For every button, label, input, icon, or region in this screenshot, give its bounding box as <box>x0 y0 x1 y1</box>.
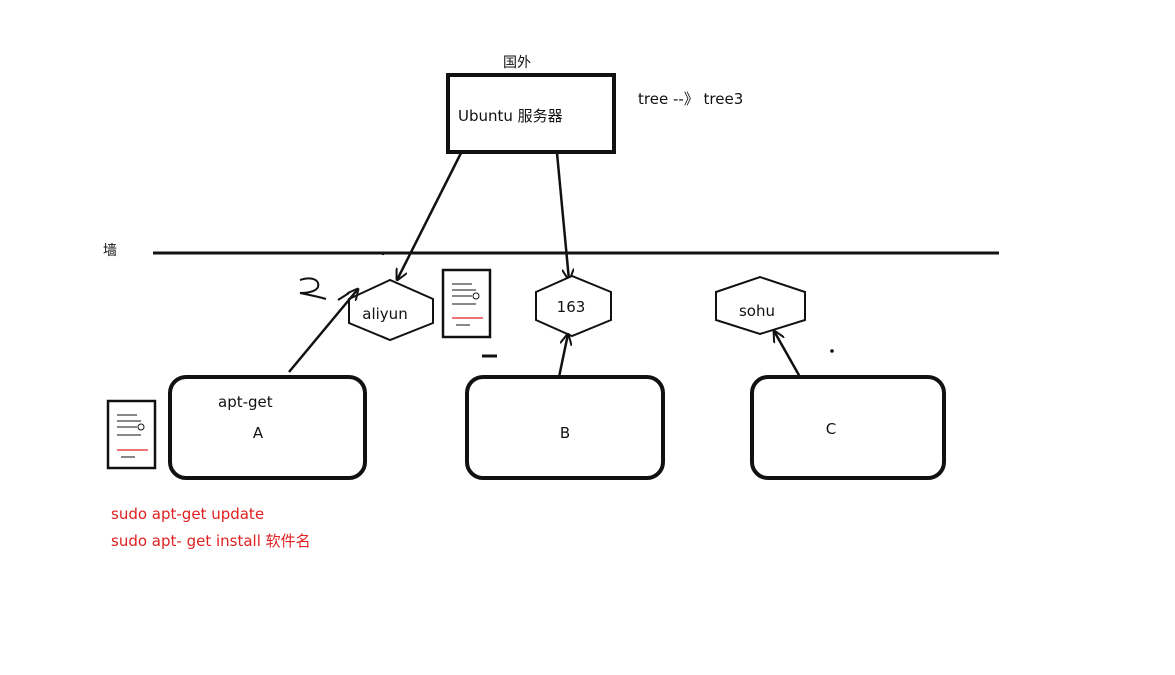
overseas-label: 国外 <box>503 55 531 71</box>
mirror-aliyun: aliyun <box>348 278 434 342</box>
client-label: B <box>560 424 570 442</box>
command-update: sudo apt-get update <box>111 505 264 523</box>
tick-mark <box>337 292 350 301</box>
server-label: Ubuntu 服务器 <box>458 107 563 125</box>
arrow-B-to-163 <box>557 334 568 378</box>
document-icon <box>441 268 492 339</box>
arrow-A-to-aliyun <box>288 289 358 373</box>
client-label: C <box>826 420 836 438</box>
document-icon <box>106 399 157 470</box>
mirror-label: sohu <box>739 302 775 320</box>
mirror-label: aliyun <box>362 305 407 323</box>
ubuntu-server-node: Ubuntu 服务器 <box>446 73 616 154</box>
mirror-sohu: sohu <box>715 275 806 336</box>
client-C: C <box>750 375 946 480</box>
dot-mark <box>381 252 385 256</box>
command-install: sudo apt- get install 软件名 <box>111 532 311 550</box>
tree-note: tree --》 tree3 <box>638 90 743 108</box>
apt-get-label: apt-get <box>218 393 273 411</box>
arrow-server-to-163 <box>555 152 569 280</box>
wall-label: 墙 <box>103 243 117 259</box>
arrow-C-to-sohu <box>774 331 802 378</box>
handwritten-2 <box>299 277 327 300</box>
mirror-label: 163 <box>557 298 586 316</box>
client-B: B <box>465 375 665 480</box>
dot-mark <box>830 349 834 353</box>
mirror-163: 163 <box>535 274 612 338</box>
client-label: A <box>253 424 264 442</box>
arrow-server-to-aliyun <box>397 152 463 280</box>
client-A: apt-get A <box>168 375 367 480</box>
